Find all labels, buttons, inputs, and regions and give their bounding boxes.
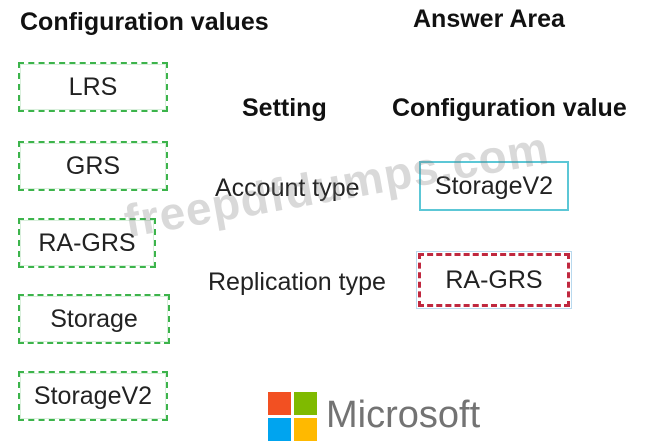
logo-square-green <box>294 392 317 415</box>
config-values-heading: Configuration values <box>20 8 269 36</box>
microsoft-logo-icon <box>268 392 318 442</box>
answer-area-heading: Answer Area <box>413 5 565 33</box>
logo-square-blue <box>268 418 291 441</box>
setting-account-type: Account type <box>215 174 360 202</box>
logo-square-yellow <box>294 418 317 441</box>
logo-square-red <box>268 392 291 415</box>
drag-item-storagev2[interactable]: StorageV2 <box>18 371 168 421</box>
drag-item-grs[interactable]: GRS <box>18 141 168 191</box>
microsoft-wordmark: Microsoft <box>326 394 481 436</box>
drag-item-storage[interactable]: Storage <box>18 294 170 344</box>
drag-item-lrs[interactable]: LRS <box>18 62 168 112</box>
setting-column-header: Setting <box>242 94 327 122</box>
answer-slot-replication-type[interactable]: RA-GRS <box>416 251 572 309</box>
drag-item-ra-grs[interactable]: RA-GRS <box>18 218 156 268</box>
config-value-column-header: Configuration value <box>392 94 627 122</box>
setting-replication-type: Replication type <box>208 268 386 296</box>
answer-slot-account-type[interactable]: StorageV2 <box>419 161 569 211</box>
